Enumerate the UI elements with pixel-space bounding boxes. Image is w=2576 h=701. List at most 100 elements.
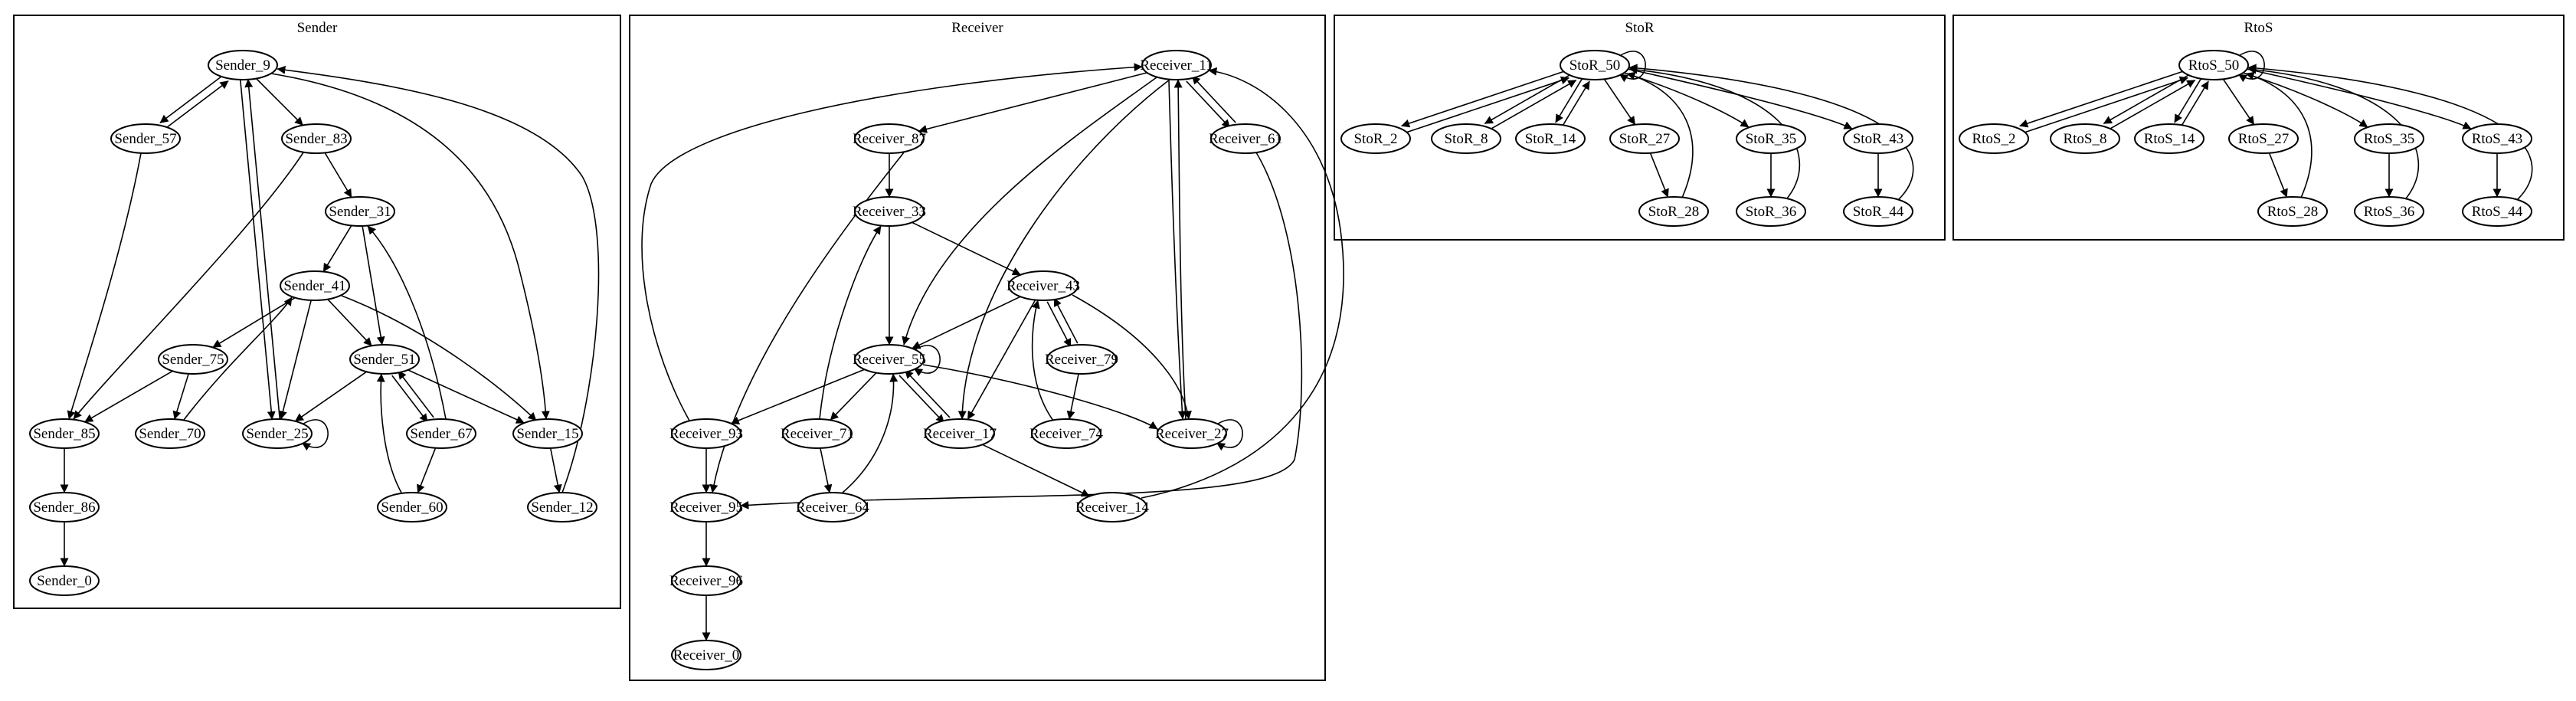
- edge-stor-28-to-stor-50: [1626, 71, 1694, 198]
- edge-receiver-11-to-receiver-87: [918, 72, 1147, 133]
- node-rtos-2[interactable]: RtoS_2: [1959, 123, 2029, 154]
- node-rtos-43[interactable]: RtoS_43: [2462, 123, 2532, 154]
- node-label: Receiver_17: [923, 426, 997, 442]
- node-ellipse: [2228, 123, 2299, 154]
- node-rtos-14[interactable]: RtoS_14: [2134, 123, 2204, 154]
- edge-sender-83-to-sender-85: [73, 152, 304, 420]
- node-stor-27[interactable]: StoR_27: [1609, 123, 1680, 154]
- node-sender-67[interactable]: Sender_67: [406, 418, 476, 449]
- node-stor-35[interactable]: StoR_35: [1736, 123, 1806, 154]
- node-ellipse: [1157, 418, 1227, 449]
- node-rtos-35[interactable]: RtoS_35: [2354, 123, 2424, 154]
- node-ellipse: [1609, 123, 1680, 154]
- node-label: Receiver_43: [1007, 278, 1080, 294]
- node-receiver-11[interactable]: Receiver_11: [1140, 50, 1213, 80]
- node-sender-86[interactable]: Sender_86: [29, 492, 100, 522]
- node-sender-41[interactable]: Sender_41: [280, 270, 350, 301]
- node-receiver-61[interactable]: Receiver_61: [1209, 123, 1282, 154]
- node-stor-2[interactable]: StoR_2: [1340, 123, 1411, 154]
- node-stor-44[interactable]: StoR_44: [1843, 196, 1913, 227]
- edge-sender-41-to-sender-75: [212, 296, 296, 349]
- node-receiver-17[interactable]: Receiver_17: [923, 418, 997, 449]
- node-rtos-44[interactable]: RtoS_44: [2462, 196, 2532, 227]
- edge-receiver-11-to-receiver-61: [1186, 80, 1231, 129]
- node-ellipse: [2354, 123, 2424, 154]
- node-receiver-0[interactable]: Receiver_0: [671, 640, 741, 670]
- node-sender-9[interactable]: Sender_9: [208, 50, 278, 80]
- node-label: Sender_60: [381, 500, 443, 516]
- node-label: Receiver_93: [669, 426, 743, 442]
- cluster-label: StoR: [1625, 20, 1654, 36]
- node-stor-8[interactable]: StoR_8: [1431, 123, 1501, 154]
- node-label: Sender_86: [33, 500, 95, 516]
- node-label: RtoS_8: [2063, 131, 2106, 147]
- node-receiver-87[interactable]: Receiver_87: [853, 123, 926, 154]
- node-receiver-95[interactable]: Receiver_95: [669, 492, 743, 522]
- edge-sender-75-to-sender-70: [172, 373, 189, 420]
- node-sender-0[interactable]: Sender_0: [29, 565, 100, 596]
- edge-receiver-43-to-receiver-27: [1072, 294, 1192, 420]
- node-label: Receiver_55: [853, 352, 926, 368]
- node-receiver-14[interactable]: Receiver_14: [1075, 492, 1150, 522]
- node-ellipse: [1077, 492, 1147, 522]
- node-sender-51[interactable]: Sender_51: [349, 344, 420, 375]
- node-receiver-64[interactable]: Receiver_64: [796, 492, 870, 522]
- node-rtos-50[interactable]: RtoS_50: [2178, 50, 2249, 80]
- node-rtos-36[interactable]: RtoS_36: [2354, 196, 2424, 227]
- node-label: RtoS_35: [2364, 131, 2415, 147]
- node-ellipse: [280, 270, 350, 301]
- node-sender-70[interactable]: Sender_70: [135, 418, 205, 449]
- node-sender-31[interactable]: Sender_31: [325, 196, 395, 227]
- edge-stor-50-to-stor-8: [1484, 73, 1573, 125]
- node-receiver-43[interactable]: Receiver_43: [1007, 270, 1080, 301]
- node-stor-14[interactable]: StoR_14: [1515, 123, 1586, 154]
- edge-receiver-74-to-receiver-43: [1031, 300, 1054, 421]
- node-ellipse: [527, 492, 597, 522]
- node-receiver-74[interactable]: Receiver_74: [1029, 418, 1104, 449]
- edge-stor-50-to-stor-35: [1623, 72, 1750, 128]
- node-receiver-71[interactable]: Receiver_71: [781, 418, 854, 449]
- node-stor-43[interactable]: StoR_43: [1843, 123, 1913, 154]
- node-sender-85[interactable]: Sender_85: [29, 418, 100, 449]
- node-label: Receiver_79: [1045, 352, 1118, 368]
- node-ellipse: [29, 565, 100, 596]
- node-receiver-27[interactable]: Receiver_27: [1155, 418, 1229, 449]
- node-ellipse: [854, 123, 925, 154]
- node-sender-60[interactable]: Sender_60: [377, 492, 447, 522]
- edge-sender-75-to-sender-85: [84, 370, 173, 423]
- node-sender-75[interactable]: Sender_75: [158, 344, 228, 375]
- node-stor-28[interactable]: StoR_28: [1638, 196, 1709, 227]
- node-label: Sender_85: [33, 426, 95, 442]
- node-sender-15[interactable]: Sender_15: [512, 418, 583, 449]
- node-receiver-93[interactable]: Receiver_93: [669, 418, 743, 449]
- node-sender-12[interactable]: Sender_12: [527, 492, 597, 522]
- node-rtos-27[interactable]: RtoS_27: [2228, 123, 2299, 154]
- node-label: Sender_83: [285, 131, 347, 147]
- node-receiver-96[interactable]: Receiver_96: [669, 565, 743, 596]
- node-ellipse: [671, 492, 741, 522]
- node-label: StoR_35: [1746, 131, 1797, 147]
- node-label: Sender_75: [162, 352, 224, 368]
- edge-rtos-8-to-rtos-50: [2106, 79, 2196, 131]
- edge-receiver-71-to-receiver-33: [819, 225, 882, 420]
- node-stor-50[interactable]: StoR_50: [1560, 50, 1630, 80]
- edge-receiver-17-to-receiver-55: [904, 369, 951, 418]
- node-sender-25[interactable]: Sender_25: [242, 418, 313, 449]
- node-sender-57[interactable]: Sender_57: [110, 123, 181, 154]
- node-rtos-28[interactable]: RtoS_28: [2257, 196, 2328, 227]
- edge-receiver-43-to-receiver-55: [912, 296, 1021, 349]
- edge-receiver-55-to-receiver-55: [913, 345, 941, 377]
- node-receiver-55[interactable]: Receiver_55: [853, 344, 926, 375]
- node-rtos-8[interactable]: RtoS_8: [2050, 123, 2120, 154]
- node-receiver-33[interactable]: Receiver_33: [853, 196, 926, 227]
- node-receiver-79[interactable]: Receiver_79: [1045, 344, 1118, 375]
- node-label: Sender_57: [114, 131, 176, 147]
- node-sender-83[interactable]: Sender_83: [281, 123, 352, 154]
- edge-sender-12-to-sender-9: [277, 65, 600, 493]
- node-ellipse: [406, 418, 476, 449]
- node-stor-36[interactable]: StoR_36: [1736, 196, 1806, 227]
- edge-sender-67-to-sender-31: [367, 225, 447, 420]
- node-ellipse: [1340, 123, 1411, 154]
- edge-receiver-79-to-receiver-43: [1053, 297, 1079, 344]
- edge-stor-14-to-stor-50: [1561, 80, 1590, 127]
